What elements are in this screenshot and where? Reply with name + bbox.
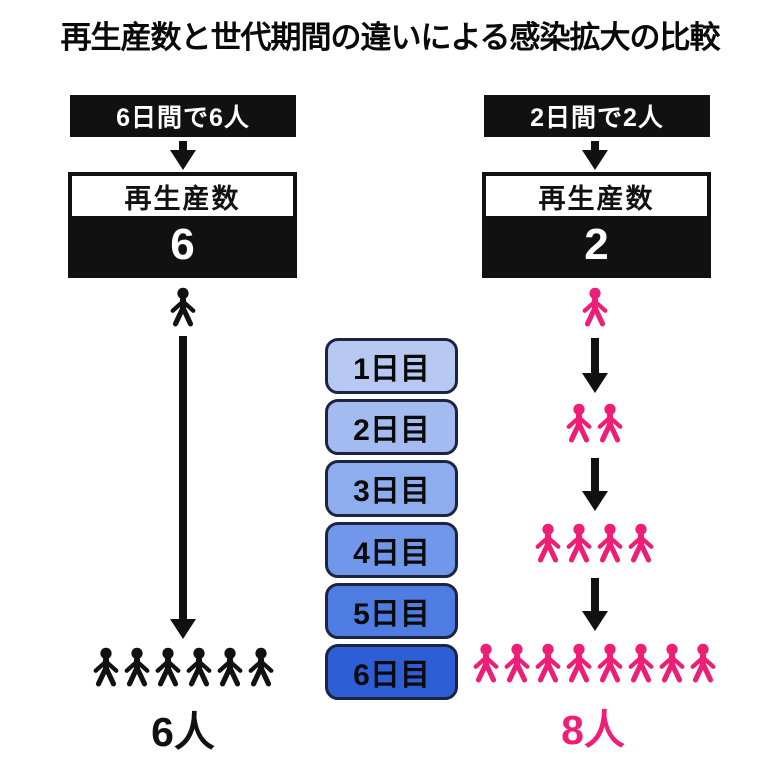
person-icon: [155, 647, 181, 687]
down-arrow-icon: [591, 578, 599, 612]
left-initial-person: [168, 286, 198, 328]
person-icon: [504, 643, 530, 683]
person-icon: [93, 647, 119, 687]
page-title: 再生産数と世代期間の違いによる感染拡大の比較: [60, 20, 720, 55]
person-icon: [597, 403, 623, 443]
person-icon: [473, 643, 499, 683]
day-box-6: 6日目: [325, 643, 458, 701]
right-generation3-person-row: [533, 522, 656, 564]
person-icon: [690, 643, 716, 683]
day-box-5: 5日目: [325, 582, 458, 639]
left-final-count-label: 6人: [151, 709, 215, 755]
person-icon: [566, 523, 592, 563]
person-icon: [217, 647, 243, 687]
person-icon: [535, 523, 561, 563]
person-icon: [566, 403, 592, 443]
day-box-3: 3日目: [325, 460, 458, 517]
person-icon: [186, 647, 212, 687]
day-box-4: 4日目: [325, 521, 458, 578]
right-reproduction-label: 再生産数: [486, 176, 707, 216]
person-icon: [628, 643, 654, 683]
day-box-2: 2日目: [325, 399, 458, 456]
right-generation2-person-row: [564, 402, 625, 444]
right-final-count-label: 8人: [561, 707, 625, 753]
right-scenario-header: 2日間で2人: [484, 95, 710, 137]
person-icon: [582, 287, 608, 327]
person-icon: [659, 643, 685, 683]
right-reproduction-value: 2: [584, 220, 609, 269]
person-icon: [566, 643, 592, 683]
person-icon: [170, 287, 196, 327]
down-arrow-icon: [179, 141, 187, 151]
left-reproduction-value: 6: [170, 220, 195, 269]
down-arrow-icon: [591, 458, 599, 492]
day-column: 1日目 2日目 3日目 4日目 5日目 6日目: [325, 338, 458, 701]
down-arrow-icon: [179, 336, 187, 620]
person-icon: [124, 647, 150, 687]
day-box-1: 1日目: [325, 338, 458, 395]
down-arrow-icon: [591, 338, 599, 374]
left-scenario-header: 6日間で6人: [70, 95, 296, 137]
right-initial-person: [580, 286, 610, 328]
person-icon: [597, 643, 623, 683]
left-reproduction-label: 再生産数: [72, 176, 293, 216]
person-icon: [628, 523, 654, 563]
right-generation4-person-row: [471, 642, 718, 684]
person-icon: [535, 643, 561, 683]
right-reproduction-box: 再生産数 2: [482, 172, 711, 278]
person-icon: [248, 647, 274, 687]
left-final-person-row: [91, 646, 276, 688]
person-icon: [597, 523, 623, 563]
down-arrow-icon: [591, 141, 599, 151]
left-reproduction-box: 再生産数 6: [68, 172, 297, 278]
